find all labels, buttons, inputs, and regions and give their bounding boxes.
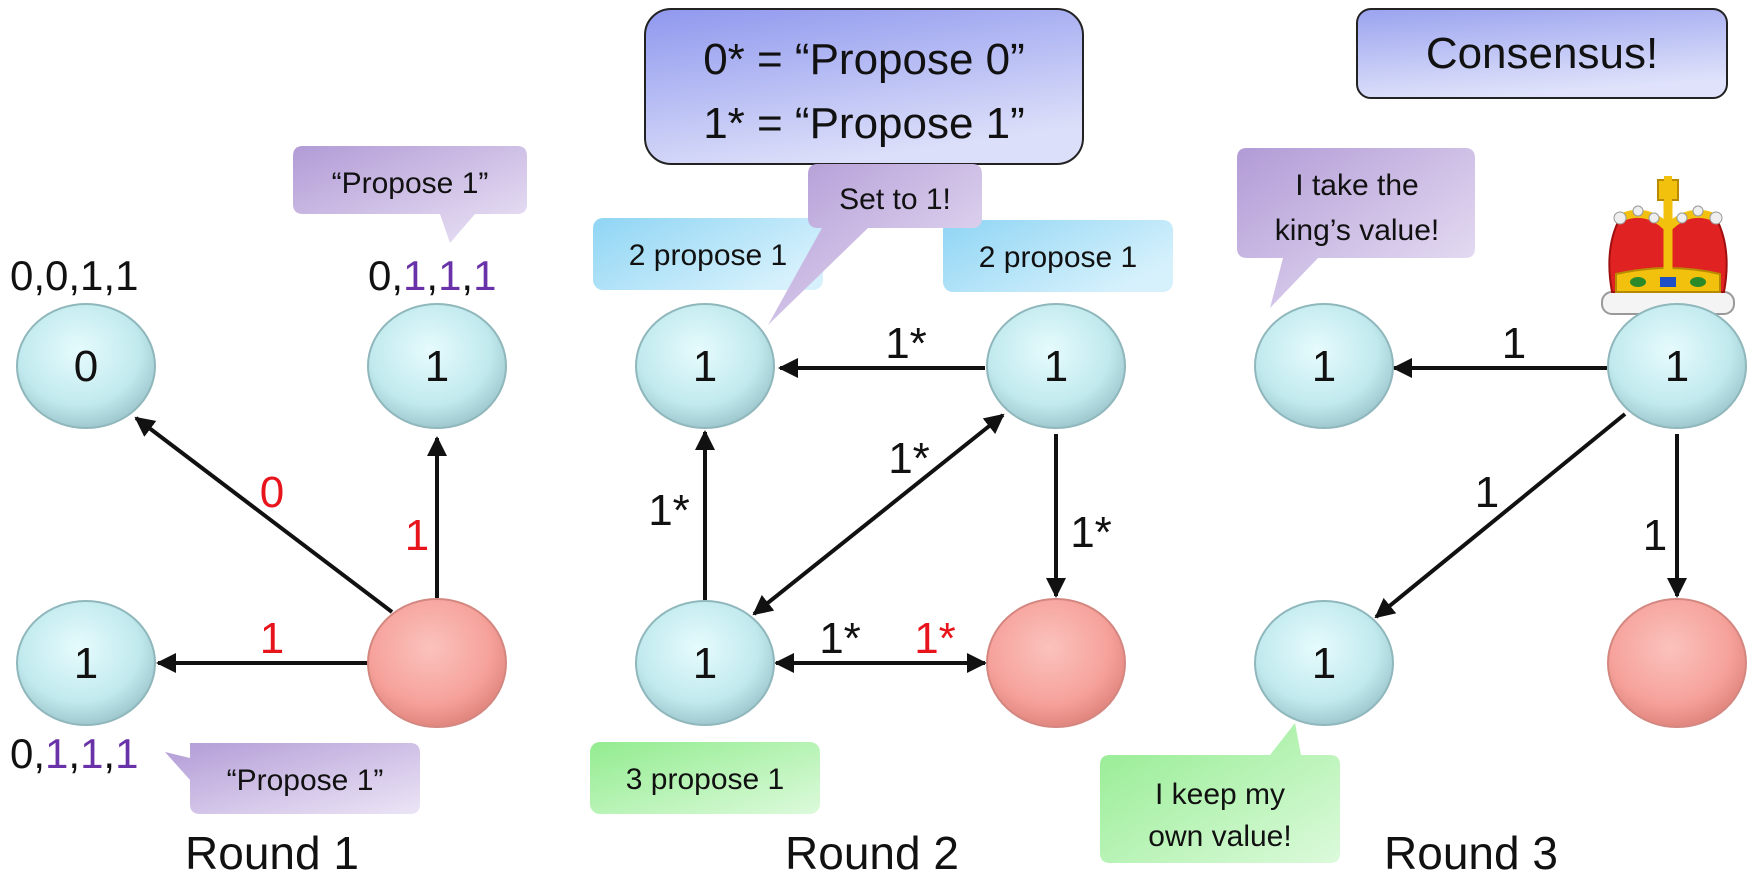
round-3-edge-king-to-bl — [1374, 412, 1627, 619]
round-3-edge-label-2: 1 — [1643, 511, 1667, 560]
round-2-bubble-bottom-text: 3 propose 1 — [626, 763, 784, 796]
round-1-edge-label-1: 1 — [405, 511, 429, 560]
round-2-edge-label-1: 1* — [648, 486, 690, 535]
round-1-bubble-bottom-text: “Propose 1” — [227, 764, 384, 797]
round-1-bubble-top: “Propose 1” — [293, 146, 527, 243]
round-2-bubble-set-to-1-text: Set to 1! — [839, 183, 951, 216]
round-3-node-top-left: 1 — [1254, 303, 1394, 429]
round-1-seq-bl-part: 1 — [80, 730, 103, 777]
round-2-node-top-right: 1 — [986, 303, 1126, 429]
round-1-node-bottom-left: 1 — [16, 600, 156, 726]
round-1-seq-bl-part: , — [68, 730, 80, 777]
round-1-bubble-bottom: “Propose 1” — [165, 743, 420, 814]
round-1-node-faulty — [367, 598, 507, 728]
consensus-label: Consensus! — [1426, 29, 1658, 78]
round-2-node-top-right-label: 1 — [1044, 342, 1068, 391]
round-3-node-bottom-left: 1 — [1254, 600, 1394, 726]
round-2-edge-label-2: 1* — [888, 434, 930, 483]
round-2-edge-bl-tr — [752, 413, 1005, 616]
round-3-node-king: 1 — [1607, 303, 1747, 429]
round-3-node-top-left-label: 1 — [1312, 342, 1336, 391]
round-1-seq-tr-part: , — [461, 252, 473, 299]
legend-line-propose-0: 0* = “Propose 0” — [703, 35, 1025, 84]
consensus-box: Consensus! — [1356, 8, 1728, 99]
round-3-bubble-keep-line1: I keep my — [1155, 778, 1285, 811]
round-2-node-top-left-label: 1 — [693, 342, 717, 391]
round-1-seq-tr-part: , — [426, 252, 438, 299]
round-1-seq-tr-part: 1 — [403, 252, 426, 299]
round-2-edge-label-0: 1* — [885, 319, 927, 368]
round-1-seq-bl-part: 0, — [10, 730, 45, 777]
round-1-edge-to-top-left — [134, 416, 394, 614]
round-1-seq-tr-part: 1 — [473, 252, 496, 299]
round-1-seq-bl-part: , — [103, 730, 115, 777]
round-2-edge-label-3: 1* — [1070, 508, 1112, 557]
round-2-node-top-left: 1 — [635, 303, 775, 429]
round-2-bubble-left-text: 2 propose 1 — [629, 239, 787, 272]
round-1-node-top-left: 0 — [16, 303, 156, 429]
round-3-node-king-label: 1 — [1665, 342, 1689, 391]
round-1-seq-tr-part: 1 — [438, 252, 461, 299]
crown-icon — [1601, 176, 1735, 315]
round-3-edge-label-1: 1 — [1475, 468, 1499, 517]
legend-box: 0* = “Propose 0” 1* = “Propose 1” — [644, 8, 1084, 165]
round-1-node-top-left-label: 0 — [74, 342, 98, 391]
round-1-seq-bl-part: 1 — [115, 730, 138, 777]
round-2-bubble-right-text: 2 propose 1 — [979, 241, 1137, 274]
round-1-sequence-top-right: 0,1,1,1 — [368, 252, 496, 299]
round-1-sequence-top-left: 0,0,1,1 — [10, 252, 138, 299]
round-2-node-bottom-left-label: 1 — [693, 639, 717, 688]
round-1-group: “Propose 1” “Propose 1” 0,0,1,1 0,1,1,1 … — [10, 146, 527, 879]
round-2-bubble-right-blue: 2 propose 1 — [943, 220, 1173, 292]
round-2-group: 2 propose 1 2 propose 1 3 propose 1 Set … — [590, 164, 1173, 879]
round-1-node-top-right: 1 — [367, 303, 507, 429]
round-1-seq-tl-part: 0,0,1,1 — [10, 252, 138, 299]
round-2-node-bottom-left: 1 — [635, 600, 775, 726]
round-2-edge-label-5: 1* — [914, 614, 956, 663]
round-1-sequence-bottom-left: 0,1,1,1 — [10, 730, 138, 777]
legend-line-propose-1: 1* = “Propose 1” — [703, 99, 1025, 148]
round-3-title: Round 3 — [1384, 827, 1558, 879]
round-3-bubble-keep: I keep my own value! — [1100, 723, 1340, 863]
round-2-node-faulty — [986, 598, 1126, 728]
round-1-node-top-right-label: 1 — [425, 342, 449, 391]
round-1-seq-bl-part: 1 — [45, 730, 68, 777]
round-3-node-faulty — [1607, 598, 1747, 728]
round-3-bubble-king-line2: king’s value! — [1275, 214, 1440, 247]
round-1-node-bottom-left-label: 1 — [74, 639, 98, 688]
round-2-bubble-bottom-green: 3 propose 1 — [590, 742, 820, 814]
round-3-bubble-king-line1: I take the — [1295, 169, 1418, 202]
round-1-edge-label-2: 1 — [260, 614, 284, 663]
round-3-bubble-king: I take the king’s value! — [1237, 148, 1475, 308]
round-2-bubble-left-blue: 2 propose 1 — [593, 218, 823, 290]
round-1-seq-tr-part: 0, — [368, 252, 403, 299]
round-1-edge-label-0: 0 — [260, 468, 284, 517]
round-3-group: I take the king’s value! I keep my own v… — [1100, 148, 1747, 879]
round-2-title: Round 2 — [785, 827, 959, 879]
round-1-title: Round 1 — [185, 827, 359, 879]
round-1-bubble-top-text: “Propose 1” — [332, 167, 489, 200]
round-3-bubble-keep-line2: own value! — [1148, 820, 1291, 853]
round-3-edge-label-0: 1 — [1502, 319, 1526, 368]
round-2-bubble-set-to-1: Set to 1! — [768, 164, 982, 325]
round-3-node-bottom-left-label: 1 — [1312, 639, 1336, 688]
round-2-edge-label-4: 1* — [819, 614, 861, 663]
